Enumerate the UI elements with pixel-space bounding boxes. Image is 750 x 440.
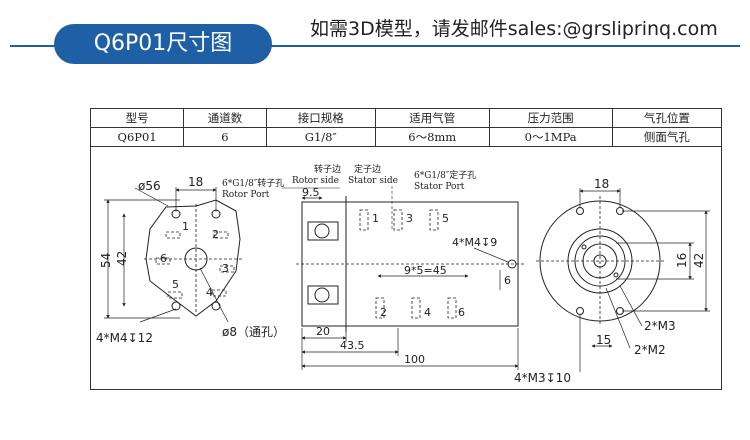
dim-18-left: 18 (188, 175, 203, 189)
mount-hole (211, 301, 221, 311)
port-label: 6 (160, 252, 167, 265)
dim-43-5: 43.5 (340, 339, 365, 352)
spec-value-cell: 6 (183, 127, 267, 147)
side-view (282, 186, 524, 370)
dim-20: 20 (316, 325, 330, 338)
holes-callout: 4*M4↧12 (96, 331, 153, 345)
page-title: Q6P01尺寸图 (54, 24, 272, 64)
left-end-view (104, 187, 244, 323)
right-end-view (536, 188, 710, 372)
port-label: 6 (458, 306, 465, 319)
dim-16: 16 (675, 253, 689, 268)
dim-6: 6 (504, 274, 511, 287)
rotor-port-en: Rotor Port (222, 190, 270, 200)
port-label: 4 (424, 306, 431, 319)
port-label: 4 (206, 286, 213, 299)
port-label: 3 (406, 212, 413, 225)
bore-callout: ø8（通孔） (222, 325, 285, 339)
dim-m4-9: 4*M4↧9 (452, 236, 497, 249)
m2-callout: 2*M2 (634, 343, 666, 357)
port-label: 1 (372, 212, 379, 225)
spec-value-cell: 0～1MPa (488, 127, 613, 147)
dim-54: 54 (99, 253, 113, 268)
port-label: 5 (172, 278, 179, 291)
dim-9-5: 9.5 (302, 186, 320, 199)
rotor-port-cn: 6*G1/8″转子孔 (222, 177, 284, 189)
stator-port-cn: 6*G1/8″定子孔 (414, 169, 476, 181)
port-label: 3 (222, 262, 229, 275)
stator-side-cn: 定子边 (354, 163, 381, 175)
spec-table: 型号 通道数 接口规格 适用气管 压力范围 气孔位置 Q6P01 6 G1/8″… (89, 108, 723, 147)
m3-callout: 2*M3 (644, 319, 676, 333)
dim-100: 100 (404, 353, 425, 366)
mount-hole (576, 207, 584, 215)
stator-side-en: Stator side (348, 176, 398, 186)
dim-dia-56: ø56 (138, 179, 161, 193)
dim-15: 15 (596, 333, 611, 347)
dim-18-right: 18 (594, 177, 609, 191)
port-label: 5 (442, 212, 449, 225)
m3-holes-callout: 4*M3↧10 (514, 371, 571, 385)
spec-value-row: Q6P01 6 G1/8″ 6～8mm 0～1MPa 侧面气孔 (89, 127, 723, 147)
dim-42-right: 42 (692, 253, 706, 268)
contact-note: 如需3D模型，请发邮件sales:@grsliprinq.com (310, 18, 718, 40)
port-label: 2 (380, 306, 387, 319)
dim-pitch: 9*5=45 (404, 264, 447, 277)
mount-hole (576, 307, 584, 315)
spec-value-cell: G1/8″ (265, 127, 376, 147)
port-label: 1 (182, 220, 189, 233)
mount-hole (171, 301, 181, 311)
header-rule (10, 45, 740, 47)
port-label: 2 (212, 228, 219, 241)
flange-outline (145, 199, 241, 317)
spec-header-cell: 接口规格 (265, 108, 376, 128)
spec-value-cell: 侧面气孔 (611, 127, 723, 147)
dim-42-left: 42 (115, 251, 129, 266)
stator-port-en: Stator Port (414, 182, 465, 192)
rotor-side-cn: 转子边 (314, 163, 341, 175)
rotor-side-en: Rotor side (292, 176, 339, 186)
